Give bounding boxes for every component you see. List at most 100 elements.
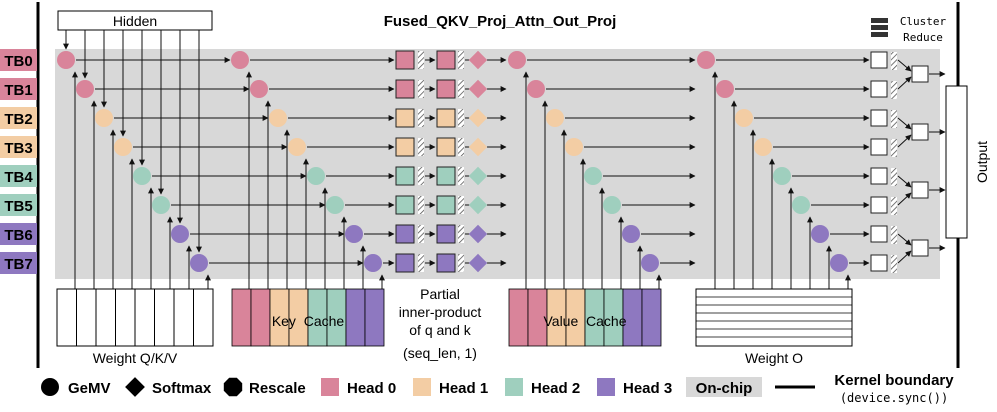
- value-cache-col: [641, 288, 662, 347]
- dataflow-nodes: [57, 50, 929, 273]
- qkv-gemv-node: [152, 196, 170, 214]
- partial-hatch: [458, 138, 464, 156]
- key-gemv-node: [269, 109, 287, 127]
- partial-hatch: [418, 109, 424, 127]
- out-proj-gemv-node: [773, 167, 791, 185]
- output-box: [945, 85, 968, 239]
- reduce-line: [897, 134, 912, 148]
- reduce-box: [870, 167, 888, 185]
- reduce-box: [870, 138, 888, 156]
- diagram-title: Fused_QKV_Proj_Attn_Out_Proj: [384, 13, 617, 30]
- reduce-line: [897, 175, 912, 188]
- softmax-legend-icon: [125, 377, 145, 397]
- out-proj-gemv-node: [792, 196, 810, 214]
- reduce-box: [870, 80, 888, 98]
- score-box-2: [436, 137, 456, 157]
- score-box-2: [436, 108, 456, 128]
- partial-hatch: [458, 167, 464, 185]
- legend: GeMV Softmax Rescale Head 0 Head 1 Head …: [41, 372, 954, 405]
- legend-rescale: Rescale: [249, 380, 306, 397]
- cluster-reduce-label: Cluster: [900, 15, 947, 28]
- reduce-line: [897, 192, 912, 206]
- value-cache-col: [508, 288, 529, 347]
- key-cache-block: [231, 288, 385, 347]
- reduce-box: [870, 51, 888, 69]
- value-gemv-node: [603, 196, 621, 214]
- qkv-gemv-node: [57, 51, 75, 69]
- out-proj-gemv-node: [697, 51, 715, 69]
- score-box: [395, 137, 415, 157]
- qkv-gemv-node: [114, 138, 132, 156]
- gemv-legend-icon: [41, 378, 59, 396]
- onchip-swatch: [686, 377, 762, 397]
- tb-chip: [0, 107, 37, 129]
- qkv-gemv-node: [190, 254, 208, 272]
- value-gemv-node: [546, 109, 564, 127]
- reduce-box: [870, 196, 888, 214]
- pair-reduce-box: [911, 123, 929, 141]
- reduce-hatch: [891, 81, 897, 99]
- score-box: [395, 79, 415, 99]
- rescale-legend-icon: [223, 377, 243, 397]
- head2-swatch: [505, 378, 523, 396]
- hidden-label: Hidden: [113, 13, 157, 29]
- score-box-2: [436, 253, 456, 273]
- partial-hatch: [458, 254, 464, 272]
- score-box: [395, 50, 415, 70]
- score-box: [395, 253, 415, 273]
- softmax-node: [468, 253, 488, 273]
- key-cache-label: Key Cache: [272, 313, 345, 329]
- tb-chip: [0, 252, 37, 274]
- head1-swatch: [413, 378, 431, 396]
- tb-label-4: TB4: [0, 165, 37, 187]
- tb-label-7: TB7: [0, 252, 37, 274]
- out-proj-gemv-node: [830, 254, 848, 272]
- qkv-gemv-node: [133, 167, 151, 185]
- value-gemv-node: [641, 254, 659, 272]
- value-gemv-node: [527, 80, 545, 98]
- reduce-line: [897, 59, 912, 72]
- tb-chip: [0, 194, 37, 216]
- value-gemv-node: [622, 225, 640, 243]
- legend-kernel-boundary: Kernel boundary: [834, 372, 954, 389]
- key-cache-col: [250, 288, 271, 347]
- qkv-gemv-node: [95, 109, 113, 127]
- legend-head3: Head 3: [623, 380, 672, 397]
- partial-hatch: [418, 167, 424, 185]
- legend-onchip: On-chip: [696, 380, 753, 397]
- score-box-2: [436, 50, 456, 70]
- value-cache-block: [508, 288, 662, 347]
- tb-label-6: TB6: [0, 223, 37, 245]
- legend-head2: Head 2: [531, 380, 580, 397]
- partial-hatch: [418, 80, 424, 98]
- partial-hatch: [458, 196, 464, 214]
- value-gemv-node: [565, 138, 583, 156]
- score-box-2: [436, 166, 456, 186]
- score-box-2: [436, 224, 456, 244]
- reduce-hatch: [891, 255, 897, 273]
- pair-reduce-box: [911, 65, 929, 83]
- tb-chip: [0, 78, 37, 100]
- tb-label-text: TB0: [4, 53, 32, 70]
- partial-hatch: [458, 225, 464, 243]
- tb-label-text: TB4: [4, 169, 33, 186]
- weight-qkv-block: [56, 288, 214, 347]
- tb-label-3: TB3: [0, 136, 37, 158]
- partial-hatch: [458, 51, 464, 69]
- pair-reduce-box: [911, 181, 929, 199]
- legend-head1: Head 1: [439, 380, 488, 397]
- tb-label-text: TB3: [4, 140, 32, 157]
- score-box: [395, 224, 415, 244]
- legend-device-sync: (device.sync()): [840, 391, 948, 405]
- reduce-box: [870, 225, 888, 243]
- tb-chip: [0, 165, 37, 187]
- out-proj-gemv-node: [716, 80, 734, 98]
- dataflow-lines: [63, 30, 946, 289]
- output-label: Output: [974, 141, 990, 183]
- hidden-box: [57, 10, 213, 31]
- score-box: [395, 108, 415, 128]
- qkv-gemv-node: [76, 80, 94, 98]
- tb-label-5: TB5: [0, 194, 37, 216]
